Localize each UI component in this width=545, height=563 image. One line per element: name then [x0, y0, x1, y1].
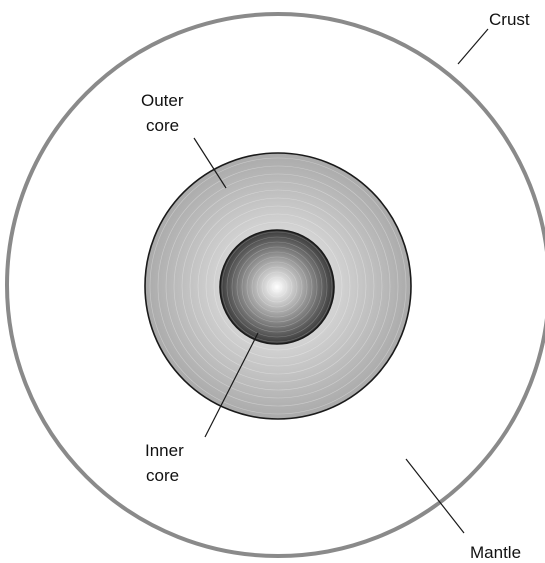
inner-core-label-line1: Inner [145, 441, 184, 460]
crust-label: Crust [489, 10, 530, 29]
inner-core-label-line2: core [146, 466, 179, 485]
mantle-label: Mantle [470, 543, 521, 562]
outer-core-label-line1: Outer [141, 91, 184, 110]
outer-core-label-line2: core [146, 116, 179, 135]
crust-leader-line [458, 29, 488, 64]
